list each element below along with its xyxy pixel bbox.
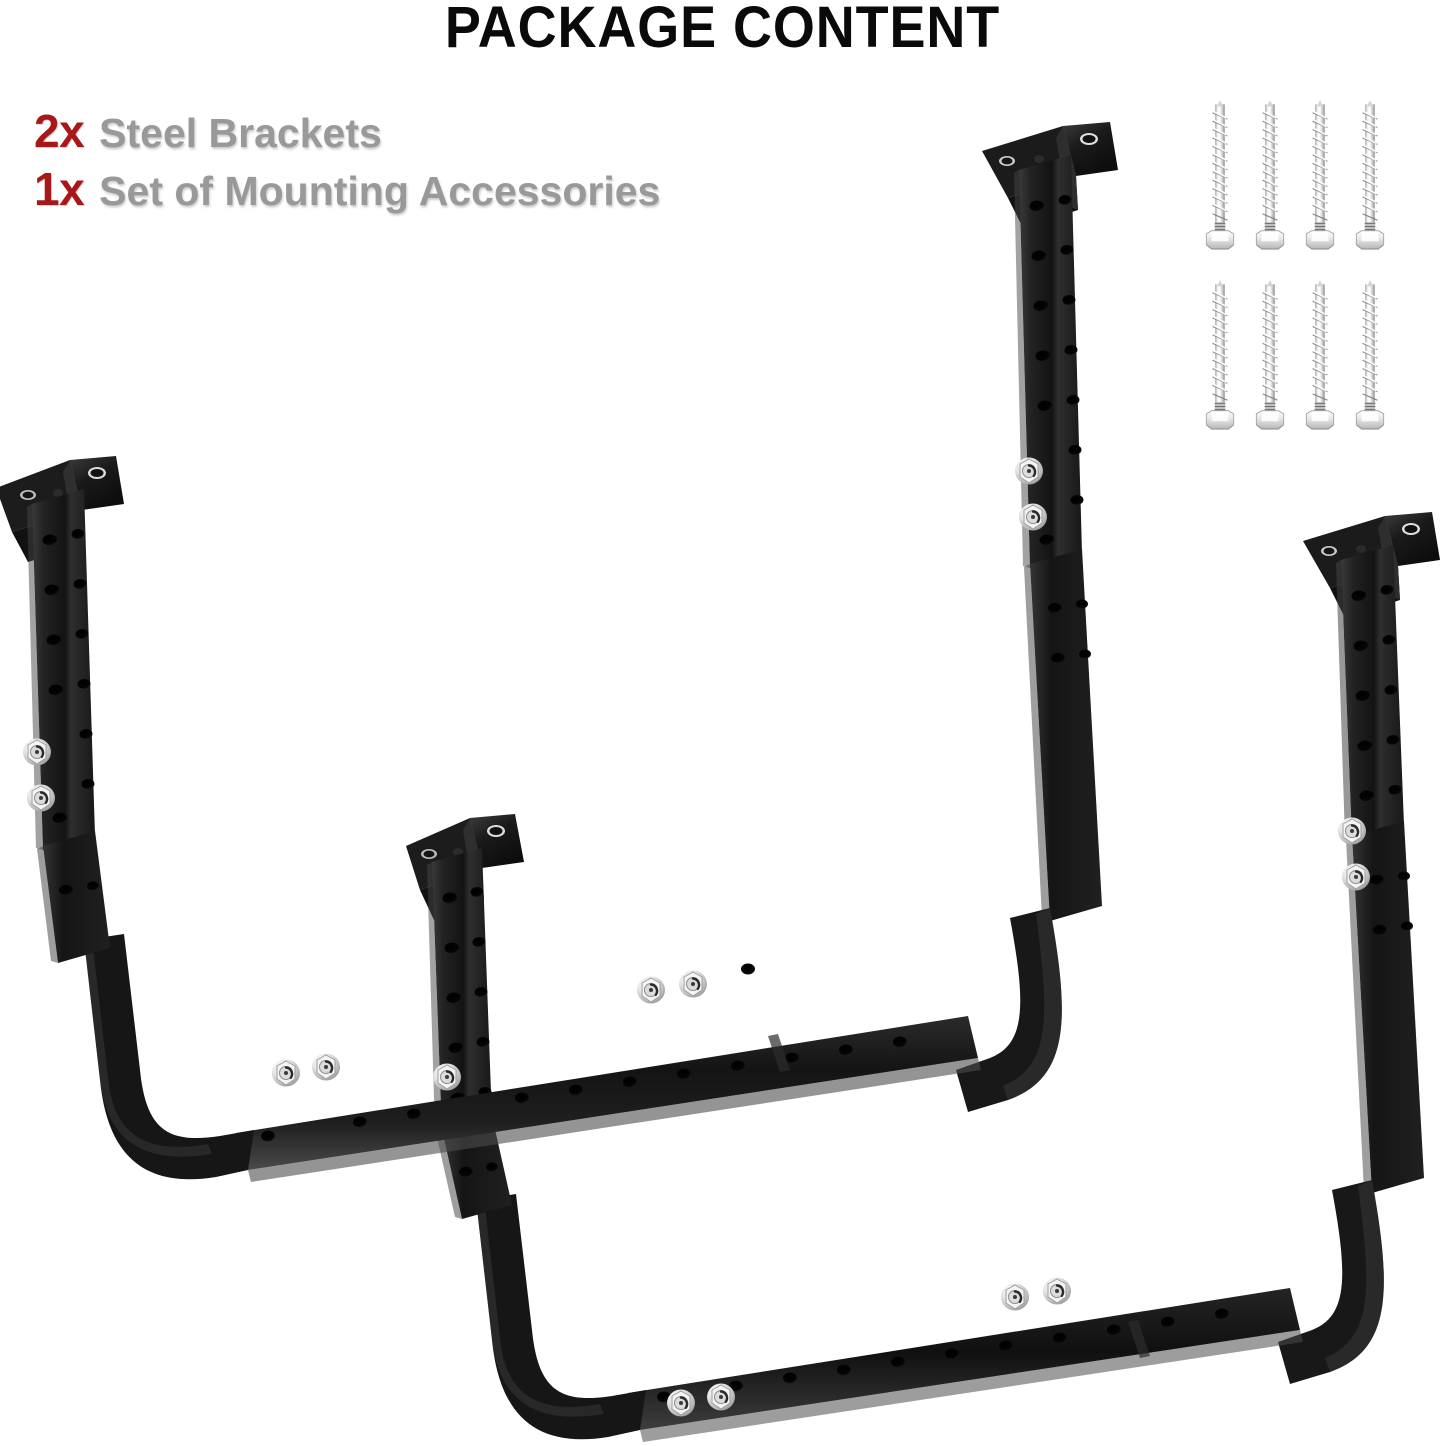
- item-label: Steel Brackets: [99, 110, 382, 156]
- adjustment-bolt: [22, 737, 52, 767]
- page-title: PACKAGE CONTENT: [444, 0, 1001, 60]
- quantity-badge: 2x: [34, 105, 85, 157]
- crossbeam-bolt: [1042, 1276, 1072, 1306]
- lag-screw: [1255, 279, 1285, 431]
- quantity-badge: 1x: [34, 163, 85, 215]
- lag-screw: [1305, 279, 1335, 431]
- lag-screw: [1355, 99, 1385, 251]
- lag-screw: [1255, 99, 1285, 251]
- lag-screw: [1205, 279, 1235, 431]
- bracket-post-middle: [406, 814, 524, 1219]
- crossbeam-bolt: [311, 1052, 341, 1082]
- lag-screw: [1305, 99, 1335, 251]
- crossbeam-bolt: [271, 1058, 301, 1088]
- adjustment-bolt: [1018, 502, 1048, 532]
- bracket-crossbeam-rear: [476, 1180, 1384, 1442]
- adjustment-bolt: [432, 1062, 462, 1092]
- steel-bracket-front: [0, 122, 1118, 1182]
- bracket-post-left-front: [0, 456, 124, 963]
- package-content-list: 2x Steel Brackets 1x Set of Mounting Acc…: [34, 104, 934, 220]
- crossbeam-bolt: [678, 969, 708, 999]
- mounting-accessories-screws: [1205, 99, 1385, 431]
- adjustment-bolt: [26, 783, 56, 813]
- adjustment-bolt: [1341, 862, 1371, 892]
- list-item: 1x Set of Mounting Accessories: [34, 162, 934, 220]
- lag-screw: [1355, 279, 1385, 431]
- steel-bracket-rear: [406, 512, 1440, 1442]
- lag-screw: [1205, 99, 1235, 251]
- bracket-crossbeam-front: [84, 908, 1062, 1182]
- crossbeam-bolt: [706, 1382, 736, 1412]
- adjustment-bolt: [1014, 456, 1044, 486]
- item-label: Set of Mounting Accessories: [99, 168, 661, 214]
- bracket-post-right: [1303, 512, 1440, 1193]
- crossbeam-bolt: [666, 1388, 696, 1418]
- adjustment-bolt: [1337, 816, 1367, 846]
- crossbeam-bolt: [1000, 1282, 1030, 1312]
- list-item: 2x Steel Brackets: [34, 104, 934, 162]
- crossbeam-bolt: [636, 975, 666, 1005]
- bracket-post-right-front: [982, 122, 1118, 921]
